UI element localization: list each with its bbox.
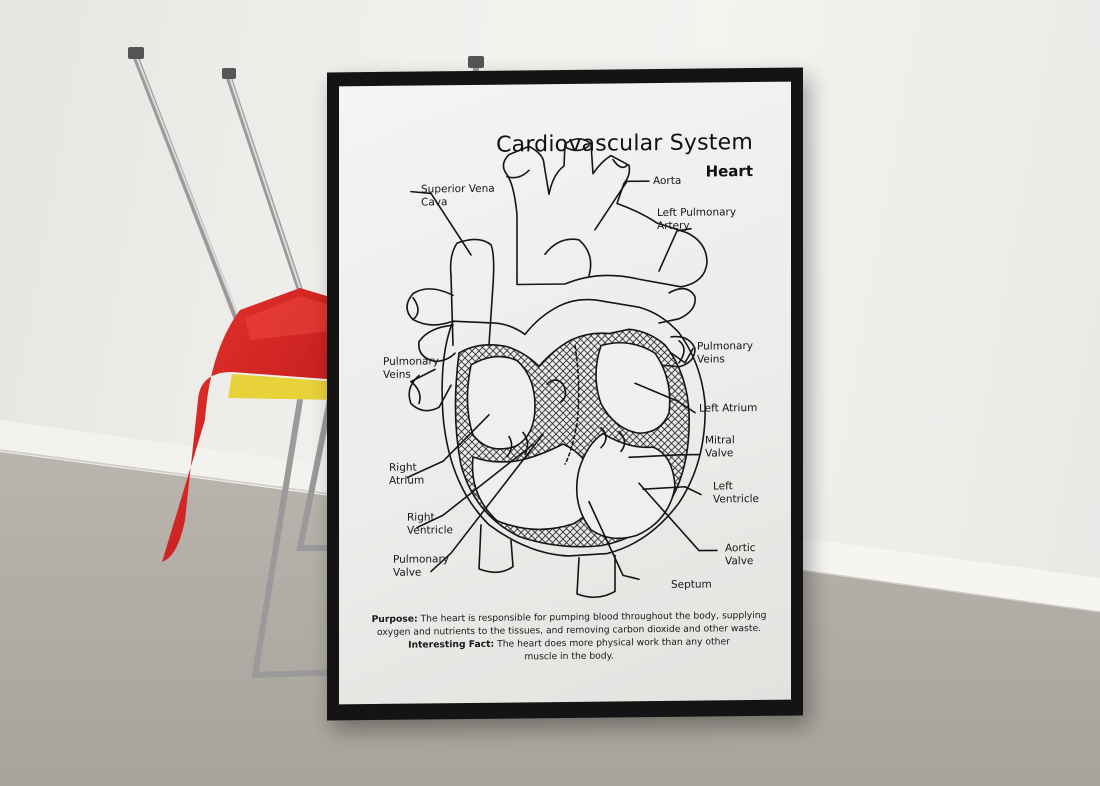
inferior-vena-cava: [478, 524, 514, 574]
left-atrium: [595, 341, 671, 435]
label-pulmonary-veins-left: Pulmonary Veins: [383, 355, 439, 381]
leader-pulv: [430, 433, 544, 573]
left-ventricle: [575, 432, 676, 540]
purpose-label: Purpose:: [371, 613, 418, 626]
chair-seat: [162, 288, 340, 562]
chair-front-leg-1: [251, 397, 348, 679]
heart-illustration: [406, 138, 718, 598]
leader-rv: [416, 443, 534, 529]
leader-svc: [410, 190, 472, 256]
tricuspid-valve: [506, 431, 529, 458]
label-left-ventricle: Left Ventricle: [713, 480, 759, 506]
leader-lpa: [658, 227, 692, 272]
label-pulmonary-veins-right: Pulmonary Veins: [697, 340, 753, 366]
label-aorta: Aorta: [653, 174, 682, 188]
fact-label: Interesting Fact:: [408, 638, 495, 651]
aorta-outline: [502, 138, 708, 288]
label-left-atrium: Left Atrium: [699, 401, 758, 415]
label-right-ventricle: Right Ventricle: [407, 511, 453, 537]
pulmonary-veins-right: [658, 287, 696, 324]
leader-lv: [642, 485, 702, 496]
right-atrium: [466, 355, 536, 450]
label-right-atrium: Right Atrium: [389, 461, 425, 487]
poster: Cardiovascular System Heart: [339, 81, 791, 705]
leader-pv-right: [670, 347, 694, 364]
heart-body: [441, 298, 706, 557]
label-pulmonary-valve: Pulmonary Valve: [393, 553, 449, 579]
baseboard-right: [800, 538, 1100, 612]
leader-mv: [628, 453, 700, 459]
baseboard-left: [0, 420, 360, 498]
leader-ra: [406, 413, 490, 479]
label-septum: Septum: [671, 578, 712, 591]
pulmonary-artery: [544, 238, 592, 277]
label-aortic-valve: Aortic Valve: [725, 542, 756, 568]
superior-vena-cava: [449, 238, 495, 346]
label-superior-vena-cava: Superior Vena Cava: [421, 182, 495, 209]
leader-pv-left: [410, 368, 436, 383]
mitral-valve-shape: [600, 426, 626, 453]
label-mitral-valve: Mitral Valve: [705, 434, 735, 460]
leader-la: [634, 382, 696, 414]
pulmonary-veins-left: [406, 288, 454, 326]
chair-seat-edge: [228, 374, 340, 400]
poster-frame: Cardiovascular System Heart: [327, 67, 803, 721]
leader-aorta: [594, 180, 650, 231]
aortic-valve-shape: [546, 379, 567, 403]
poster-caption: Purpose: The heart is responsible for pu…: [369, 609, 769, 665]
label-left-pulmonary-artery: Left Pulmonary Artery: [657, 206, 737, 233]
leader-av: [638, 482, 718, 552]
leader-septum: [588, 500, 640, 581]
